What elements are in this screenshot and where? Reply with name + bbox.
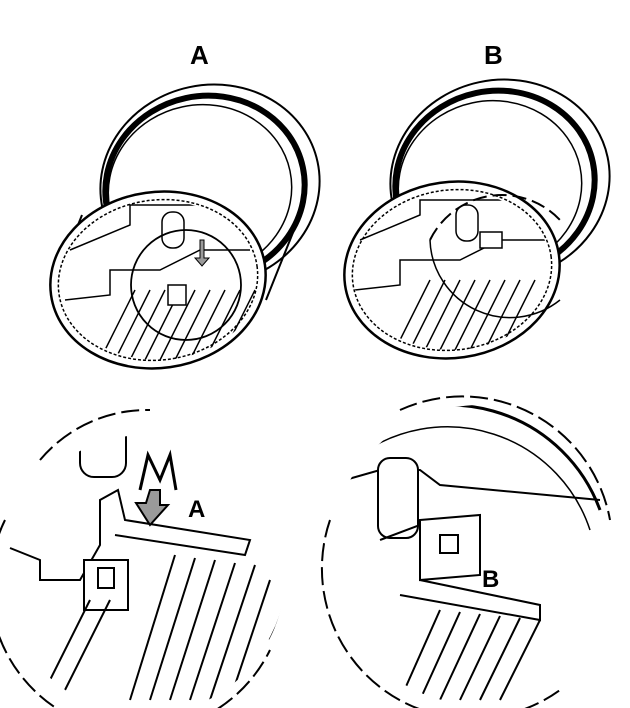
detail-left-magnified — [0, 408, 285, 708]
front-bezel — [343, 180, 561, 360]
m-letter — [138, 449, 178, 491]
label-top-b: B — [484, 40, 503, 70]
push-arrow-icon — [134, 489, 171, 527]
label-detail-a: A — [188, 496, 206, 523]
top-right-lamp-unit — [343, 78, 611, 360]
detail-right-magnified — [320, 395, 611, 708]
top-left-lamp-unit — [49, 83, 321, 370]
label-top-a: A — [190, 40, 209, 70]
label-detail-b: B — [482, 566, 500, 593]
